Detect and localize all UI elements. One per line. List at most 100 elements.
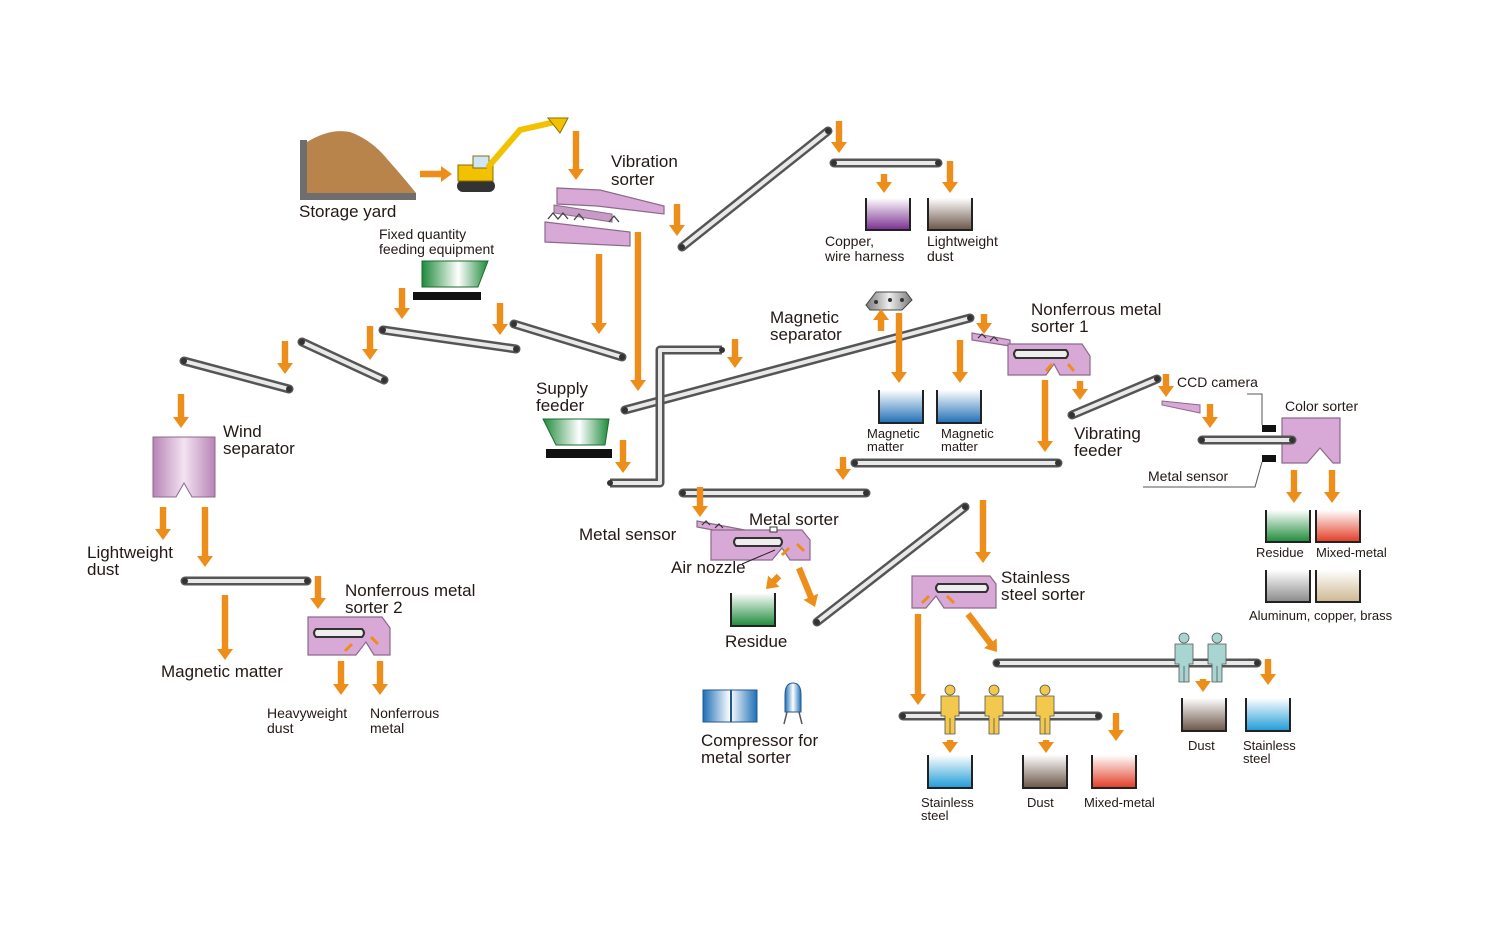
wind-separator — [152, 436, 216, 498]
flow-arrow-5 — [876, 174, 892, 193]
flow-arrow-35 — [910, 614, 926, 705]
conveyor-belts — [179, 126, 1297, 721]
aluminum-label: Aluminum, copper, brass — [1249, 608, 1393, 623]
stainless-steel-sorter — [911, 575, 997, 609]
conveyor-belt-5 — [378, 325, 521, 354]
residue-bin-right — [1265, 510, 1311, 543]
conveyor-belt-13 — [812, 502, 970, 627]
deflector-8 — [945, 594, 956, 605]
conveyor-belt-4 — [297, 337, 389, 385]
flow-arrow-18 — [952, 340, 968, 383]
magnetic-separator-head — [865, 291, 913, 311]
storage-yard-label: Storage yard — [299, 202, 396, 221]
flow-arrow-9 — [492, 303, 508, 335]
deflector-5 — [780, 546, 791, 557]
fixed-quantity-feeder — [413, 260, 489, 300]
compressor-label-2: metal sorter — [701, 748, 791, 767]
deflector-7 — [920, 594, 931, 605]
lightweight-dust-bin-top — [927, 198, 973, 231]
lightweight-top-label-1: Lightweight — [927, 233, 998, 249]
metal-sensor-right-label: Metal sensor — [1148, 468, 1228, 484]
nonferrous1-label-1: Nonferrous metal — [1031, 300, 1161, 319]
flow-arrow-33 — [796, 566, 819, 608]
metal-sensor-mid-label: Metal sensor — [579, 525, 677, 544]
flow-arrow-7 — [394, 288, 410, 319]
flow-arrow-12 — [630, 232, 646, 391]
conveyor-belt-7 — [620, 313, 975, 415]
conveyor-belt-11 — [678, 488, 871, 498]
stainless-right-label-2: steel — [1243, 751, 1271, 766]
vibration-sorter-label-2: sorter — [611, 170, 655, 189]
flow-arrow-2 — [568, 131, 584, 180]
nonferrous2-label-1: Nonferrous metal — [345, 581, 475, 600]
flow-arrow-24 — [173, 394, 189, 428]
copper-label-2: wire harness — [824, 248, 904, 264]
vibration-sorter — [544, 187, 665, 247]
flow-arrow-3 — [669, 204, 685, 236]
flow-arrow-37 — [1195, 679, 1211, 692]
conveyor-belt-1 — [677, 126, 833, 252]
flow-arrow-42 — [1286, 470, 1302, 503]
color-sorter-label: Color sorter — [1285, 398, 1358, 414]
flow-arrow-17 — [976, 314, 992, 334]
flow-arrow-14 — [727, 339, 743, 368]
color-sorter — [1262, 417, 1341, 464]
residue-bin-mid — [730, 593, 776, 627]
conveyor-belt-3 — [179, 356, 294, 394]
storage-yard — [300, 131, 416, 200]
compressor-label-1: Compressor for — [701, 731, 818, 750]
nonferrous-metal-label-2: metal — [370, 720, 404, 736]
metal-sorter-label: Metal sorter — [749, 510, 839, 529]
deflector-6 — [795, 542, 806, 553]
metal-sensor-leader-line — [1143, 461, 1263, 488]
flow-arrow-13 — [615, 440, 631, 473]
worker-icon-3 — [1035, 684, 1055, 735]
magnetic-matter-b-label-1: Magnetic — [941, 426, 994, 441]
flow-arrow-1 — [420, 166, 452, 182]
flow-arrow-43 — [1324, 470, 1340, 503]
flow-arrow-23 — [835, 457, 851, 480]
lightweight-left-label-1: Lightweight — [87, 543, 173, 562]
magnetic-matter-bin-a — [878, 390, 924, 424]
magnetic-matter-a-label-2: matter — [867, 439, 905, 454]
stainless-right-label-1: Stainless — [1243, 738, 1296, 753]
deflector-1 — [1044, 363, 1054, 372]
deflector-4 — [369, 635, 380, 646]
flow-arrow-39 — [942, 740, 958, 753]
supply-feeder-label-2: feeder — [536, 396, 585, 415]
flow-arrow-29 — [333, 661, 349, 695]
flow-arrow-41 — [1108, 713, 1124, 741]
stainless-bin-bottom — [927, 755, 973, 789]
flow-arrow-36 — [965, 612, 998, 653]
mixed-metal-right-label: Mixed-metal — [1316, 545, 1387, 560]
wind-separator-label-1: Wind — [223, 422, 262, 441]
flow-arrow-22 — [1202, 404, 1218, 428]
stainless-sorter-label-2: steel sorter — [1001, 585, 1085, 604]
conveyor-belt-8 — [1067, 374, 1162, 420]
bucket-elevator — [607, 345, 725, 488]
magnetic-separator-label-2: separator — [770, 325, 842, 344]
heavyweight-label-2: dust — [267, 720, 294, 736]
ccd-camera-label: CCD camera — [1177, 374, 1258, 390]
vibrating-feeder-label-1: Vibrating — [1074, 424, 1141, 443]
magnetic-matter-b-label-2: matter — [941, 439, 979, 454]
stainless-bin-right — [1245, 698, 1291, 732]
conveyor-belt-6 — [509, 319, 627, 362]
lightweight-left-label-2: dust — [87, 560, 119, 579]
flow-arrow-15 — [873, 309, 889, 331]
flow-arrow-20 — [1072, 381, 1088, 400]
worker-icon-4 — [1174, 632, 1194, 683]
flow-arrow-27 — [310, 576, 326, 609]
nonferrous1-label-2: sorter 1 — [1031, 317, 1089, 336]
flow-arrow-31 — [692, 487, 708, 517]
air-nozzle-label: Air nozzle — [671, 558, 746, 577]
dust-bin-bottom — [1022, 755, 1068, 789]
conveyor-belt-10 — [850, 458, 1063, 468]
magnetic-matter-a-label-1: Magnetic — [867, 426, 920, 441]
lightweight-top-label-2: dust — [927, 248, 954, 264]
wind-separator-label-2: separator — [223, 439, 295, 458]
magnetic-separator-label-1: Magnetic — [770, 308, 839, 327]
flow-arrow-6 — [942, 161, 958, 193]
